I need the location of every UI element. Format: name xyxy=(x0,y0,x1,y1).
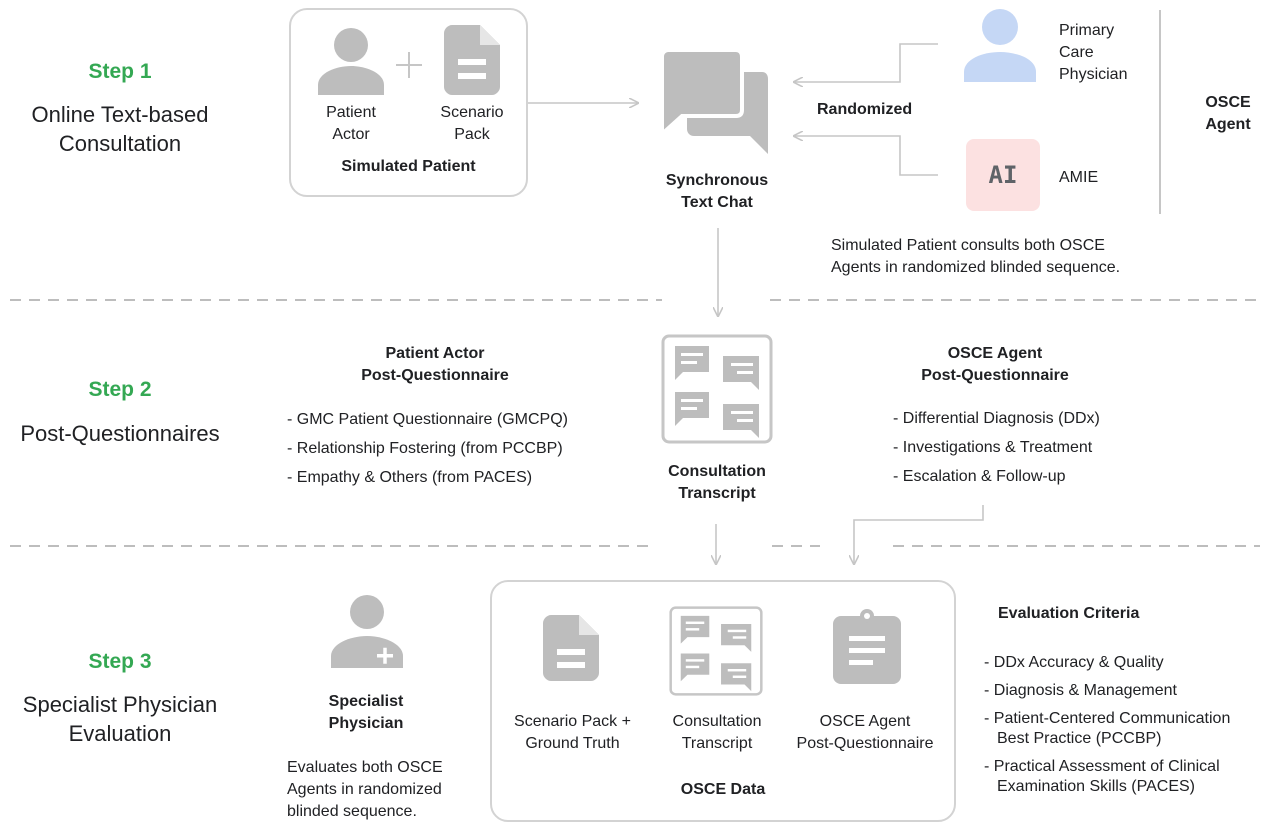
patient-actor-line2: Actor xyxy=(332,126,370,143)
osce-transcript-line2: Transcript xyxy=(681,735,753,752)
pcp-line3: Physician xyxy=(1059,66,1128,83)
specialist-note-line2: Agents in randomized xyxy=(287,781,442,798)
arrow-pcp-to-chat xyxy=(794,43,938,82)
criteria-2-line2: Best Practice (PCCBP) xyxy=(997,730,1162,747)
patient-q-title-line1: Patient Actor xyxy=(385,345,485,362)
list-item: - Empathy & Others (from PACES) xyxy=(287,469,533,486)
list-item: - Patient-Centered Communication Best Pr… xyxy=(984,709,1230,749)
osce-transcript-label: Consultation Transcript xyxy=(650,711,784,755)
osce-agent-line2: Agent xyxy=(1205,116,1251,133)
step3-subtitle-line1: Specialist Physician xyxy=(22,692,218,717)
osce-data-label: OSCE Data xyxy=(680,781,766,798)
specialist-label: Specialist Physician xyxy=(296,691,436,735)
patient-actor-icon xyxy=(318,28,384,95)
transcript-line1: Consultation xyxy=(668,463,766,480)
clipboard-icon xyxy=(833,609,901,684)
specialist-physician-icon xyxy=(331,595,403,668)
criteria-3-line1: - Practical Assessment of Clinical xyxy=(984,758,1220,775)
osce-agent-q-label: OSCE Agent Post-Questionnaire xyxy=(785,711,945,755)
list-item: - Diagnosis & Management xyxy=(984,681,1230,701)
step1-note-line1: Simulated Patient consults both OSCE xyxy=(831,237,1105,254)
list-item: - DDx Accuracy & Quality xyxy=(984,653,1230,673)
list-item: - Escalation & Follow-up xyxy=(893,468,1066,485)
sync-chat-line1: Synchronous xyxy=(665,172,769,189)
criteria-3-line2: Examination Skills (PACES) xyxy=(997,778,1195,795)
agent-q-title-line1: OSCE Agent xyxy=(947,345,1043,362)
step1-subtitle: Online Text-based Consultation xyxy=(0,100,240,158)
section-separators xyxy=(10,299,1260,547)
scenario-ground-truth-label: Scenario Pack + Ground Truth xyxy=(500,711,645,755)
criteria-0-line1: - DDx Accuracy & Quality xyxy=(984,654,1164,671)
transcript-line2: Transcript xyxy=(678,485,756,502)
list-item: - GMC Patient Questionnaire (GMCPQ) xyxy=(287,411,568,428)
list-item: - Investigations & Treatment xyxy=(893,439,1093,456)
agent-q-title: OSCE Agent Post-Questionnaire xyxy=(890,343,1100,387)
sync-chat-line2: Text Chat xyxy=(681,194,753,211)
transcript-label: Consultation Transcript xyxy=(642,461,792,505)
step2-title: Step 2 xyxy=(88,378,152,401)
step3-subtitle-line2: Evaluation xyxy=(68,721,172,746)
patient-actor-label: Patient Actor xyxy=(305,102,397,146)
sync-chat-label: Synchronous Text Chat xyxy=(642,170,792,214)
list-item: - Relationship Fostering (from PCCBP) xyxy=(287,440,563,457)
scenario-gt-line2: Ground Truth xyxy=(525,735,620,752)
pcp-line1: Primary xyxy=(1059,22,1115,39)
osce-agent-q-line1: OSCE Agent xyxy=(819,713,911,730)
step1-subtitle-line2: Consultation xyxy=(58,131,182,156)
scenario-pack-icon xyxy=(444,25,500,95)
chat-bubbles-icon xyxy=(662,50,768,154)
specialist-line2: Physician xyxy=(328,715,404,732)
osce-transcript-line1: Consultation xyxy=(672,713,762,730)
pcp-label: Primary Care Physician xyxy=(1059,20,1127,86)
osce-agent-line1: OSCE xyxy=(1205,94,1251,111)
arrow-agentq-to-data xyxy=(854,505,984,564)
step3-subtitle: Specialist Physician Evaluation xyxy=(0,690,240,748)
osce-data-box xyxy=(490,580,956,822)
patient-q-title: Patient Actor Post-Questionnaire xyxy=(330,343,540,387)
scenario-pack-line2: Pack xyxy=(454,126,490,143)
simulated-patient-box xyxy=(289,8,528,197)
step1-title: Step 1 xyxy=(88,60,152,83)
criteria-1-line1: - Diagnosis & Management xyxy=(984,682,1177,699)
osce-transcript-icon xyxy=(669,606,763,696)
osce-agent-q-line2: Post-Questionnaire xyxy=(796,735,934,752)
step1-subtitle-line1: Online Text-based xyxy=(31,102,209,127)
randomized-label: Randomized xyxy=(817,101,913,118)
scenario-pack-line1: Scenario xyxy=(440,104,504,121)
list-item: - Differential Diagnosis (DDx) xyxy=(893,410,1100,427)
arrow-amie-to-chat xyxy=(794,136,938,176)
scenario-gt-line1: Scenario Pack + xyxy=(514,713,631,730)
simulated-patient-label: Simulated Patient xyxy=(341,158,476,175)
criteria-2-line1: - Patient-Centered Communication xyxy=(984,710,1231,727)
scenario-pack-ground-truth-icon xyxy=(543,615,599,681)
patient-q-list: - GMC Patient Questionnaire (GMCPQ) - Re… xyxy=(287,409,568,496)
step1-note-line2: Agents in randomized blinded sequence. xyxy=(831,259,1121,276)
criteria-title: Evaluation Criteria xyxy=(998,605,1140,622)
specialist-line1: Specialist xyxy=(328,693,404,710)
step1-note: Simulated Patient consults both OSCE Age… xyxy=(831,235,1120,279)
patient-actor-line1: Patient xyxy=(326,104,376,121)
primary-care-physician-icon xyxy=(964,9,1036,82)
step2-subtitle: Post-Questionnaires xyxy=(20,421,220,446)
amie-label: AMIE xyxy=(1059,169,1099,186)
specialist-note: Evaluates both OSCE Agents in randomized… xyxy=(287,757,443,823)
ai-badge: AI xyxy=(966,139,1040,211)
criteria-list: - DDx Accuracy & Quality - Diagnosis & M… xyxy=(984,653,1230,797)
specialist-note-line1: Evaluates both OSCE xyxy=(287,759,443,776)
plus-icon xyxy=(396,52,422,78)
consultation-transcript-icon xyxy=(661,334,773,444)
pcp-line2: Care xyxy=(1059,44,1094,61)
patient-q-title-line2: Post-Questionnaire xyxy=(361,367,509,384)
agent-q-title-line2: Post-Questionnaire xyxy=(921,367,1069,384)
osce-agent-label: OSCE Agent xyxy=(1190,92,1266,136)
agent-q-list: - Differential Diagnosis (DDx) - Investi… xyxy=(893,408,1100,495)
list-item: - Practical Assessment of Clinical Exami… xyxy=(984,757,1230,797)
step3-title: Step 3 xyxy=(88,650,152,673)
scenario-pack-label: Scenario Pack xyxy=(426,102,518,146)
specialist-note-line3: blinded sequence. xyxy=(287,803,417,820)
